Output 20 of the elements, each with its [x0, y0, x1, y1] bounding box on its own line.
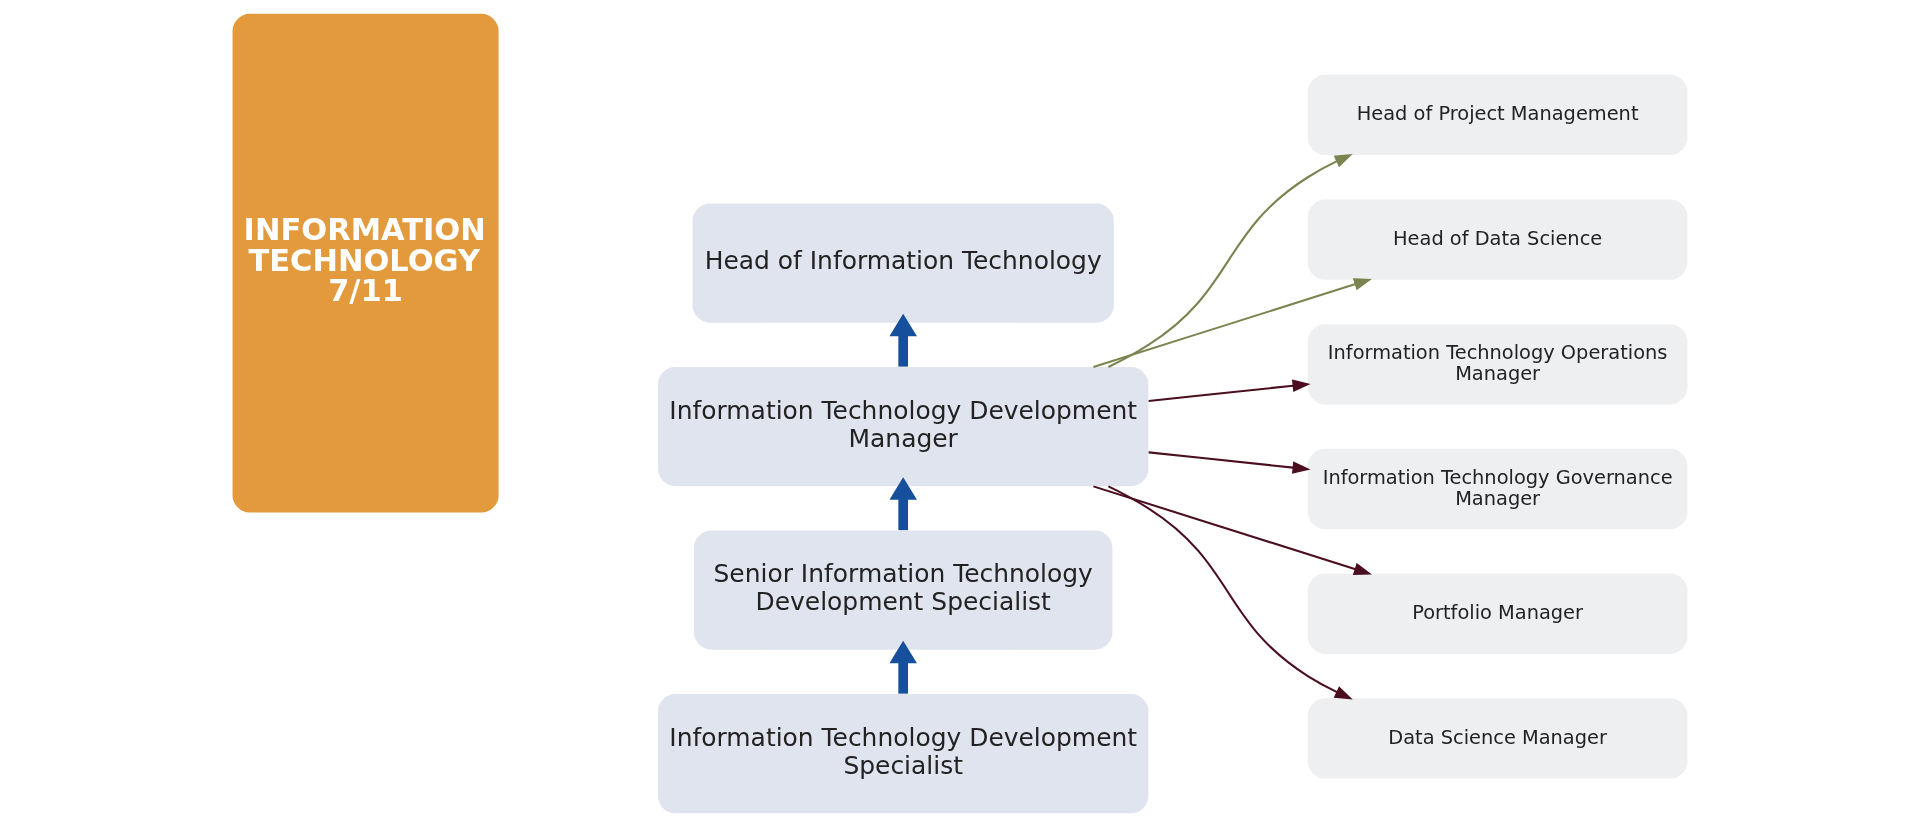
- arrow: [1092, 485, 1372, 575]
- arrow: [1148, 451, 1311, 474]
- node-box: Senior Information Technology Development Specialist: [693, 530, 1112, 650]
- node-box: Information Technology Development Manager: [657, 367, 1148, 487]
- arrow: [888, 477, 917, 531]
- node-box: Information Technology Development Specialist: [657, 694, 1148, 814]
- node-box: Data Science Manager: [1307, 698, 1687, 779]
- node-box: Portfolio Manager: [1307, 573, 1687, 654]
- node-box: INFORMATION TECHNOLOGY 7/11: [232, 13, 499, 513]
- arrow: [1148, 379, 1311, 402]
- arrow: [1107, 153, 1353, 368]
- arrow: [1092, 278, 1372, 368]
- node-box: Head of Information Technology: [692, 203, 1114, 323]
- node-box: Head of Data Science: [1307, 199, 1687, 280]
- arrow: [1107, 485, 1353, 700]
- node-box: Head of Project Management: [1307, 74, 1687, 156]
- arrow: [888, 313, 917, 367]
- arrow: [888, 640, 917, 694]
- node-box: Information Technology Governance Manager: [1307, 448, 1687, 530]
- node-box: Information Technology Operations Manager: [1307, 324, 1687, 405]
